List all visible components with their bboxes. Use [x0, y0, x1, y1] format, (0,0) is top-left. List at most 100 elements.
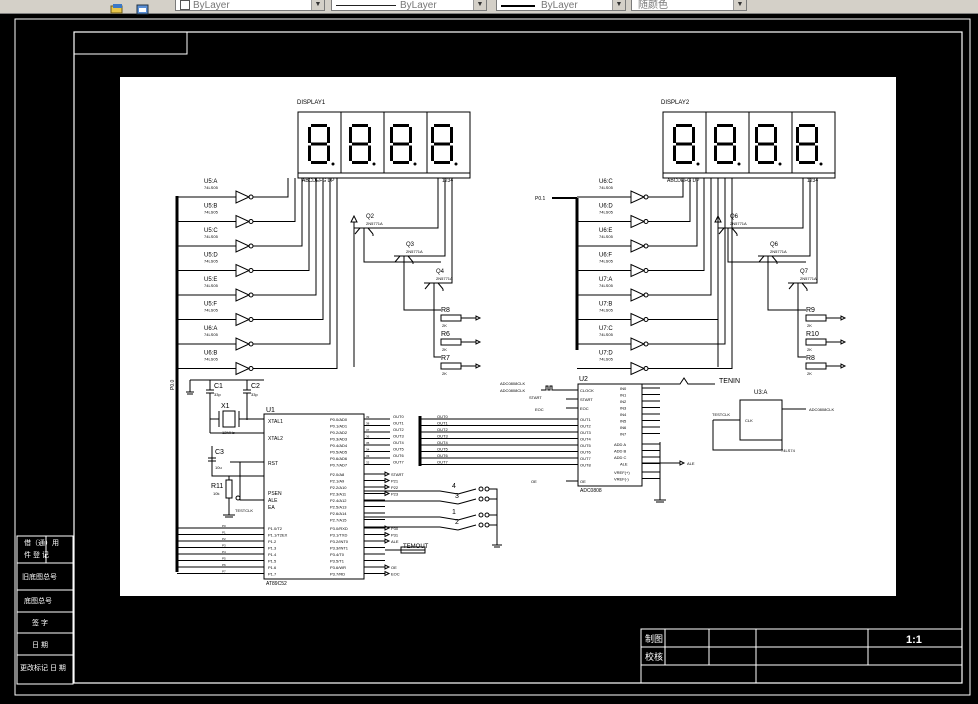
- chevron-down-icon[interactable]: ▼: [733, 0, 746, 10]
- u1-port3-pin: P3.7/RD: [330, 572, 345, 577]
- layer-dropdown[interactable]: ByLayer ▼: [175, 0, 325, 11]
- chevron-down-icon[interactable]: ▼: [612, 0, 625, 10]
- chevron-down-icon[interactable]: ▼: [311, 0, 324, 10]
- u1-name: U1: [266, 407, 275, 414]
- layer-manager-icon[interactable]: [136, 0, 150, 15]
- u2-left-pin: OUT3: [580, 430, 591, 435]
- net-flag: [384, 477, 391, 484]
- u1-port0-pin: P0.2/AD2: [330, 430, 348, 435]
- gate-output-wire: [648, 178, 705, 271]
- switch-blade: [457, 498, 477, 505]
- switch-blade: [457, 514, 477, 521]
- out-net-left: OUT2: [393, 427, 404, 432]
- segment: [308, 127, 311, 143]
- p3-net: EOC: [391, 572, 400, 577]
- plotstyle-dropdown[interactable]: 随颜色 ▼: [631, 0, 747, 11]
- net-flag: [384, 564, 391, 570]
- u1-port2-pin: P2.3/A11: [330, 492, 347, 497]
- segment: [434, 161, 450, 164]
- segment: [815, 145, 818, 161]
- port1-net: P0: [222, 524, 226, 528]
- transistor-collector: [407, 255, 414, 263]
- u1-port1-pin: P1.2: [268, 539, 277, 544]
- gate-part: 74LS05: [599, 259, 614, 264]
- gate-part: 74LS05: [204, 259, 219, 264]
- resistor-value: 2K: [807, 347, 812, 352]
- u2-oe-net: OE: [531, 479, 537, 484]
- digit-wire: [374, 178, 439, 229]
- transistor-collector: [801, 282, 808, 290]
- c1-value: 33p: [214, 392, 221, 397]
- display2-label: DISPLAY2: [661, 100, 690, 106]
- segment: [733, 127, 736, 143]
- segment: [349, 127, 352, 143]
- transistor-emitter: [758, 255, 765, 263]
- layer-swatch: [180, 0, 190, 10]
- port1-net: P6: [222, 563, 226, 567]
- segment: [311, 124, 327, 127]
- u3-name: U3:A: [754, 390, 767, 396]
- u2-adcclk-net: ADC0808CLK: [500, 381, 525, 386]
- u1-pin-ale: ALE: [268, 498, 278, 504]
- chevron-down-icon[interactable]: ▼: [473, 0, 486, 10]
- display1-seg-labels: ABCDEFG DP: [302, 178, 335, 184]
- layer-states-icon[interactable]: [110, 0, 124, 14]
- segment: [758, 124, 774, 127]
- u2-right-pin: IN0: [620, 386, 627, 391]
- gate-part: 74LS05: [599, 357, 614, 362]
- u2-left-pin: OUT5: [580, 443, 591, 448]
- u2-right-pin: ADD A: [614, 442, 626, 447]
- gate-output-wire: [253, 178, 338, 369]
- transistor-collector: [731, 227, 738, 235]
- gate-name: U6:A: [204, 326, 217, 332]
- resistor-name: R6: [441, 331, 450, 338]
- u1-port2-pin: P2.7/A15: [330, 518, 347, 523]
- gate-output-wire: [648, 178, 691, 222]
- transistor-emitter: [394, 255, 401, 263]
- strip-row-5: 签 字: [32, 618, 48, 627]
- pin-number: 38: [366, 422, 370, 426]
- segment: [393, 124, 409, 127]
- lineweight-preview: [501, 5, 535, 7]
- linetype-dropdown[interactable]: ByLayer ▼: [331, 0, 487, 11]
- u1-port3-pin: P3.5/T1: [330, 559, 345, 564]
- switch-label: 1: [452, 509, 456, 516]
- linetype-preview: [336, 5, 396, 6]
- temout-net: TEMOUT: [403, 544, 429, 550]
- gate-part: 74LS05: [204, 332, 219, 337]
- u3-output-net: ADC0808CLK: [809, 407, 834, 412]
- strip-row-4: 底图总号: [24, 596, 52, 605]
- lineweight-dropdown[interactable]: ByLayer ▼: [496, 0, 626, 11]
- switch-wire: [364, 516, 459, 521]
- port1-net: P4: [222, 550, 226, 554]
- decimal-point: [819, 162, 823, 166]
- switch-contact: [478, 486, 484, 492]
- segment: [755, 145, 758, 161]
- sheet-code-box: [73, 31, 188, 55]
- segment: [393, 161, 409, 164]
- u2-left-pin: OUT1: [580, 417, 591, 422]
- out-net-left: OUT1: [393, 421, 404, 426]
- segment: [717, 161, 733, 164]
- digit-wire: [738, 178, 804, 229]
- u1-port3-pin: P3.1/TXD: [330, 533, 347, 538]
- port1-net: P7: [222, 570, 226, 574]
- u2-left-pin: CLOCK: [580, 388, 594, 393]
- title-block: [640, 628, 963, 684]
- ctrl-net: P21: [391, 479, 399, 484]
- transistor-part: 2N5771A: [800, 276, 817, 281]
- switch-contact: [478, 496, 484, 502]
- transistor-emitter: [424, 282, 431, 290]
- u1-port1-pin: P1.6: [268, 565, 277, 570]
- base-wire: [767, 256, 806, 311]
- net-flag: [384, 531, 391, 538]
- resistor-name: R10: [806, 331, 819, 338]
- c2-value: 33p: [251, 392, 258, 397]
- u1-port3-pin: P3.0/RXD: [330, 526, 348, 531]
- base-wire: [727, 228, 806, 263]
- gate-output-wire: [648, 178, 726, 345]
- gate-output-wire: [253, 178, 303, 247]
- net-flag: [384, 490, 391, 497]
- net-flag: [840, 363, 847, 369]
